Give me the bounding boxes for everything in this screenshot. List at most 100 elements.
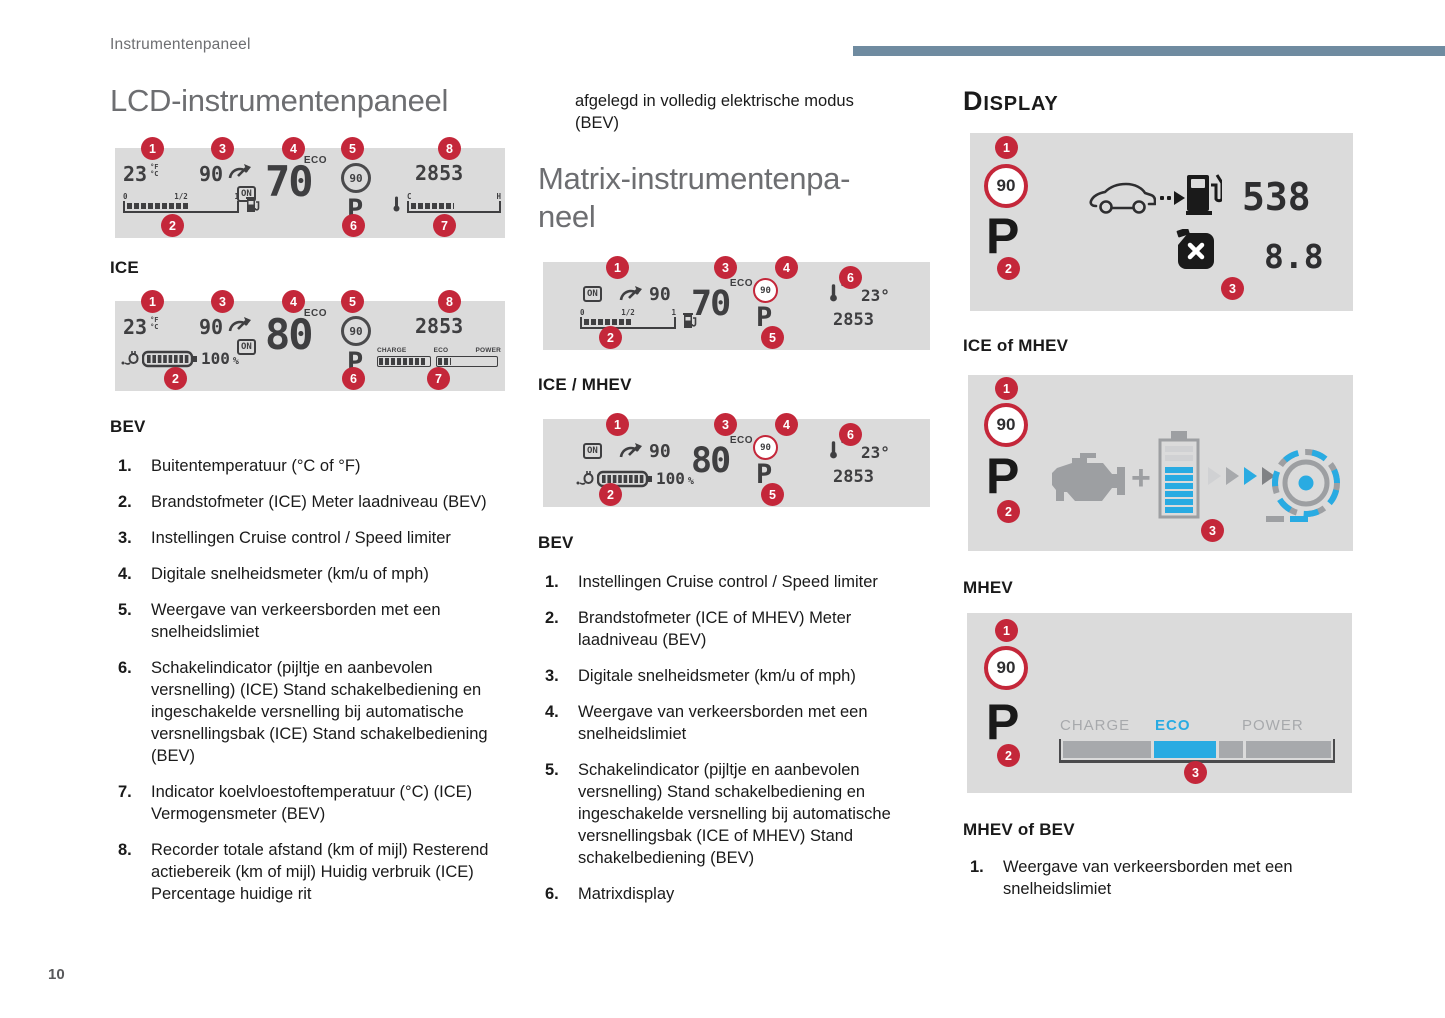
legend-item-text: Instellingen Cruise control / Speed limi… xyxy=(151,529,451,547)
callout-2: 2 xyxy=(161,214,184,237)
cruise-speed-value: 90 xyxy=(199,315,224,339)
gear-position: P xyxy=(756,302,773,333)
legend-item: 3. Instellingen Cruise control / Speed l… xyxy=(118,527,513,549)
callout-5: 5 xyxy=(341,290,364,313)
degree-sign: ° xyxy=(840,283,846,293)
legend-item-text: Recorder totale afstand (km of mijl) Res… xyxy=(151,841,489,903)
digital-speedometer: ECO 80 xyxy=(691,435,753,481)
eco-label: ECO xyxy=(1155,717,1191,734)
callout-2: 2 xyxy=(164,367,187,390)
fuel-pump-icon xyxy=(246,197,260,212)
eco-label: ECO xyxy=(729,435,753,446)
thermometer-icon xyxy=(393,196,400,212)
legend-item-number: 2. xyxy=(118,493,132,511)
flow-arrow-icon xyxy=(1160,191,1185,205)
odometer: 2853 xyxy=(415,161,464,185)
fuel-can-icon xyxy=(1176,229,1214,269)
battery-icon xyxy=(1158,431,1200,519)
legend-item-text: Weergave van verkeersborden met een snel… xyxy=(151,601,441,641)
speed-limit-sign: 90 xyxy=(984,403,1028,447)
battery-icon xyxy=(597,470,652,487)
fuel-pump-icon xyxy=(1186,174,1222,215)
label-ice-of-mhev: ICE of MHEV xyxy=(963,336,1069,355)
legend-item-number: 6. xyxy=(545,885,559,903)
section-title-matrix: Matrix-instrumentenpa- neel xyxy=(538,161,851,234)
cruise-on-indicator: ON xyxy=(237,339,256,355)
temperature-units: °F°C xyxy=(150,316,159,331)
speed-limit-sign: 90 xyxy=(984,646,1028,690)
label-bev: BEV xyxy=(110,417,146,436)
legend-item-text: Matrixdisplay xyxy=(578,885,675,903)
thermometer-icon xyxy=(830,441,837,459)
odometer: 2853 xyxy=(833,310,874,330)
temperature-value: 23° xyxy=(861,443,890,462)
legend-item-text: Weergave van verkeersborden met een snel… xyxy=(578,703,868,743)
plus-sign: + xyxy=(1131,459,1151,497)
wheel-icon xyxy=(1266,449,1340,522)
legend-item-text: Buitentemperatuur (°C of °F) xyxy=(151,457,361,475)
callout-8: 8 xyxy=(438,137,461,160)
legend-item: 5. Schakelindicator (pijltje en aanbevol… xyxy=(545,759,935,869)
callout-5: 5 xyxy=(761,483,784,506)
power-label: POWER xyxy=(1242,717,1304,734)
legend-item-number: 2. xyxy=(545,609,559,627)
callout-4: 4 xyxy=(282,137,305,160)
legend-item: 7. Indicator koelvloestoftemperatuur (°C… xyxy=(118,781,513,825)
callout-7: 7 xyxy=(427,367,450,390)
gear-position: P xyxy=(756,459,773,490)
speed-value: 80 xyxy=(265,310,314,359)
speed-limit-sign: 90 xyxy=(753,278,778,303)
battery-percent-value: 100 xyxy=(656,469,685,488)
digital-speedometer: ECO 80 xyxy=(265,308,326,359)
legend-item-text: Digitale snelheidsmeter (km/u of mph) xyxy=(578,667,856,685)
callout-5: 5 xyxy=(761,326,784,349)
callout-2: 2 xyxy=(997,500,1020,523)
legend-item: 1. Instellingen Cruise control / Speed l… xyxy=(545,571,935,593)
fuel-pump-icon xyxy=(683,313,697,328)
eco-label: ECO xyxy=(729,278,753,289)
gear-position: P xyxy=(986,694,1019,750)
callout-1: 1 xyxy=(995,136,1018,159)
power-meter xyxy=(1059,739,1335,763)
callout-1: 1 xyxy=(606,256,629,279)
callout-8: 8 xyxy=(438,290,461,313)
speed-value: 80 xyxy=(691,441,731,481)
callout-6: 6 xyxy=(342,214,365,237)
display-panel-mhev: 1 90 P 2 + 3 xyxy=(968,375,1353,551)
charge-bar xyxy=(377,356,431,367)
label-mhev-of-bev: MHEV of BEV xyxy=(963,820,1075,839)
percent-sign: % xyxy=(687,476,694,487)
legend-item: 1. Buitentemperatuur (°C of °F) xyxy=(118,455,513,477)
cruise-speed-value: 90 xyxy=(649,441,671,462)
page-number: 10 xyxy=(48,966,65,983)
charging-plug-icon xyxy=(576,471,594,485)
lcd-panel-bev: 1 3 4 5 8 2 6 7 23 °F°C 90 ON 100 % xyxy=(115,290,505,391)
section-title-display: Display xyxy=(963,86,1059,116)
section-title-lcd: LCD-instrumentenpaneel xyxy=(110,83,449,118)
legend-item-number: 4. xyxy=(118,565,132,583)
cruise-control-icon xyxy=(228,164,252,179)
display-legend-list: 1. Weergave van verkeersborden met een s… xyxy=(970,856,1360,914)
battery-charge-level: 100 % xyxy=(121,349,239,368)
callout-3: 3 xyxy=(211,290,234,313)
legend-item-number: 4. xyxy=(545,703,559,721)
label-bev: BEV xyxy=(538,533,574,552)
thermometer-icon xyxy=(830,284,837,302)
battery-charge-level: 100 % xyxy=(576,469,694,488)
legend-item: 2. Brandstofmeter (ICE of MHEV) Meter la… xyxy=(545,607,935,651)
intro-text: afgelegd in volledig elektrische modus (… xyxy=(575,92,854,132)
power-flow-arrows-icon xyxy=(1208,467,1275,485)
legend-item-number: 1. xyxy=(545,573,559,591)
cruise-control-icon xyxy=(228,317,252,332)
callout-3: 3 xyxy=(211,137,234,160)
legend-item-number: 3. xyxy=(545,667,559,685)
legend-item-number: 6. xyxy=(118,659,132,677)
callout-3: 3 xyxy=(1201,519,1224,542)
speed-limit-sign: 90 xyxy=(753,435,778,460)
callout-2: 2 xyxy=(599,326,622,349)
legend-item: 4. Weergave van verkeersborden met een s… xyxy=(545,701,935,745)
